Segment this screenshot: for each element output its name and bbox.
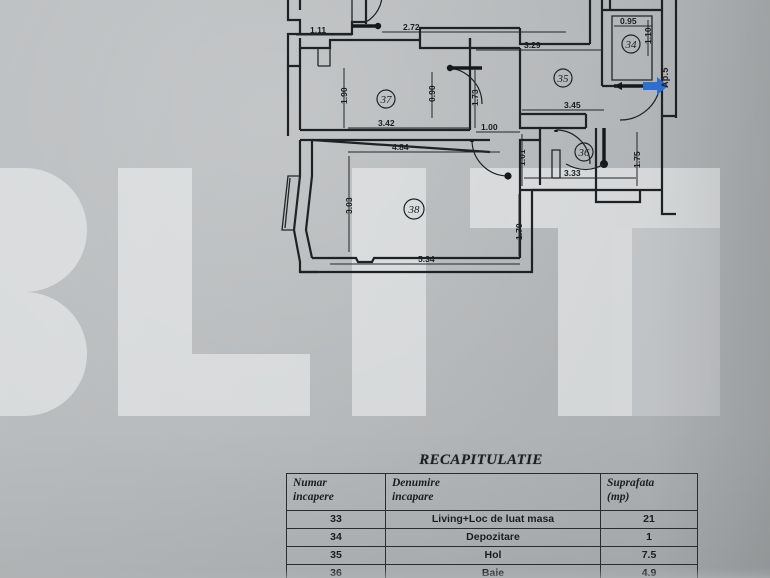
room-marker-38: 38 [403,198,425,220]
column-header-denumire-line1: Denumire [392,477,440,489]
room-marker-36: 36 [574,142,594,162]
svg-text:35: 35 [557,73,570,85]
cell-suprafata: 7.5 [600,546,698,565]
room-marker-35: 35 [553,68,573,88]
dim-3-33: 3.33 [564,168,581,178]
cell-denumire: Depozitare [385,528,601,547]
cell-suprafata: 4.9 [600,564,698,578]
apartment-entry-marker [643,77,668,95]
dim-2-72: 2.72 [403,22,420,32]
table-row: 36 Baie 4.9 [286,564,698,578]
table-row: 34 Depozitare 1 [286,528,698,547]
cell-numar: 33 [286,510,386,529]
dim-5-34: 5.34 [418,254,435,264]
dim-1-11: 1.11 [310,25,326,35]
dim-4-84: 4.84 [392,142,409,152]
svg-text:34: 34 [625,39,638,51]
column-header-denumire-line2: incapare [392,491,434,504]
column-header-numar: Numar incapere [286,473,386,511]
column-header-numar-line2: incapere [293,491,334,504]
dim-0-95: 0.95 [620,16,637,26]
dim-3-45: 3.45 [564,100,581,110]
cell-suprafata: 1 [600,528,698,547]
column-header-suprafata-line2: (mp) [607,491,630,504]
column-header-denumire: Denumire incapare [385,473,601,511]
dim-0-90: 0.90 [427,85,437,102]
room-marker-34: 34 [621,34,641,54]
room-marker-37: 37 [376,89,396,109]
dim-3-42: 3.42 [378,118,395,128]
column-header-suprafata: Suprafata (mp) [600,473,698,511]
column-header-suprafata-line1: Suprafata [607,477,655,489]
svg-text:38: 38 [408,204,421,216]
table-row: 35 Hol 7.5 [286,546,698,565]
column-header-numar-line1: Numar [293,477,327,489]
cell-denumire: Hol [385,546,601,565]
dim-1-00: 1.00 [481,122,498,132]
cell-numar: 36 [286,564,386,578]
dim-3-03: 3.03 [344,197,354,214]
cell-denumire: Baie [385,564,601,578]
svg-text:Ap.5: Ap.5 [660,67,670,88]
table-row: 33 Living+Loc de luat masa 21 [286,510,698,529]
recapitulation-title: RECAPITULATIE [419,452,543,468]
recapitulation-table: Numar incapere Denumire incapare Suprafa… [286,473,698,578]
dim-1-70: 1.70 [514,223,524,240]
table-header-row: Numar incapere Denumire incapare Suprafa… [286,473,698,511]
dim-1-73: 1.73 [470,89,480,106]
dim-1-10: 1.10 [643,27,653,44]
cell-numar: 35 [286,546,386,565]
dim-3-29: 3.29 [524,40,541,50]
dim-1-75: 1.75 [632,151,642,168]
dim-1-90: 1.90 [339,87,349,104]
cell-denumire: Living+Loc de luat masa [385,510,601,529]
floor-plan-drawing: .w { fill:none; stroke:#1f2224; stroke-w… [281,0,678,274]
table-body: 33 Living+Loc de luat masa 21 34 Depozit… [286,510,698,578]
svg-text:37: 37 [380,94,393,106]
svg-text:36: 36 [578,147,591,159]
cell-suprafata: 21 [600,510,698,529]
cell-numar: 34 [286,528,386,547]
dim-1-01: 1.01 [517,149,527,166]
recapitulation-block: RECAPITULATIE Numar incapere Denumire in… [286,452,698,578]
